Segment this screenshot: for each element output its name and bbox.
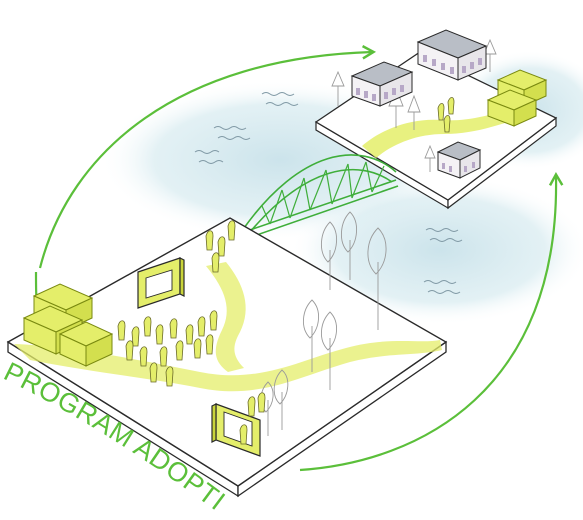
people-crowd <box>117 220 266 445</box>
cycle-arrow-right <box>299 171 564 472</box>
right-platform <box>314 29 558 210</box>
left-platform <box>6 211 448 498</box>
billboard <box>137 257 185 309</box>
container-stack <box>486 69 548 127</box>
building <box>350 61 414 107</box>
building <box>436 141 482 179</box>
bridge <box>243 154 399 239</box>
container-stack <box>22 283 114 367</box>
cycle-arrow-top <box>38 45 377 269</box>
building <box>416 29 488 81</box>
